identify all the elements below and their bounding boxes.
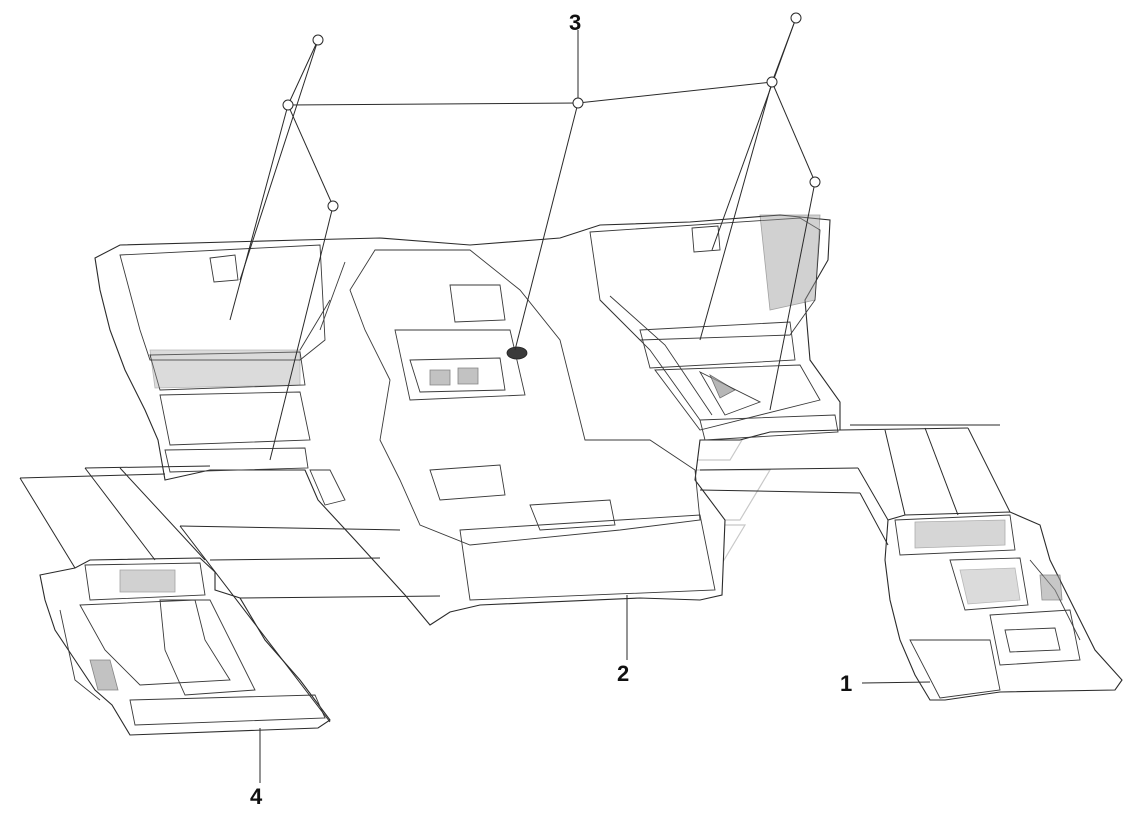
fastener-point: [766, 76, 778, 88]
fastener-points: [282, 12, 821, 212]
callout-1-label: 1: [840, 671, 853, 696]
callout-2-label: 2: [617, 661, 630, 686]
fastener-point: [790, 12, 802, 24]
part-2-main-floor-carpet: [94, 214, 841, 626]
part-1-right-rear-floor-mat: [884, 511, 1123, 701]
fastener-point: [282, 99, 294, 111]
fastener-point: [327, 200, 339, 212]
part-4-left-rear-floor-mat: [39, 557, 331, 736]
callout-3-label: 3: [569, 10, 582, 35]
fastener-point: [809, 176, 821, 188]
fastener-point: [312, 34, 324, 46]
callout-4-label: 4: [250, 784, 263, 809]
fastener-point: [572, 97, 584, 109]
assembly-leader-lines: [19, 17, 1011, 783]
